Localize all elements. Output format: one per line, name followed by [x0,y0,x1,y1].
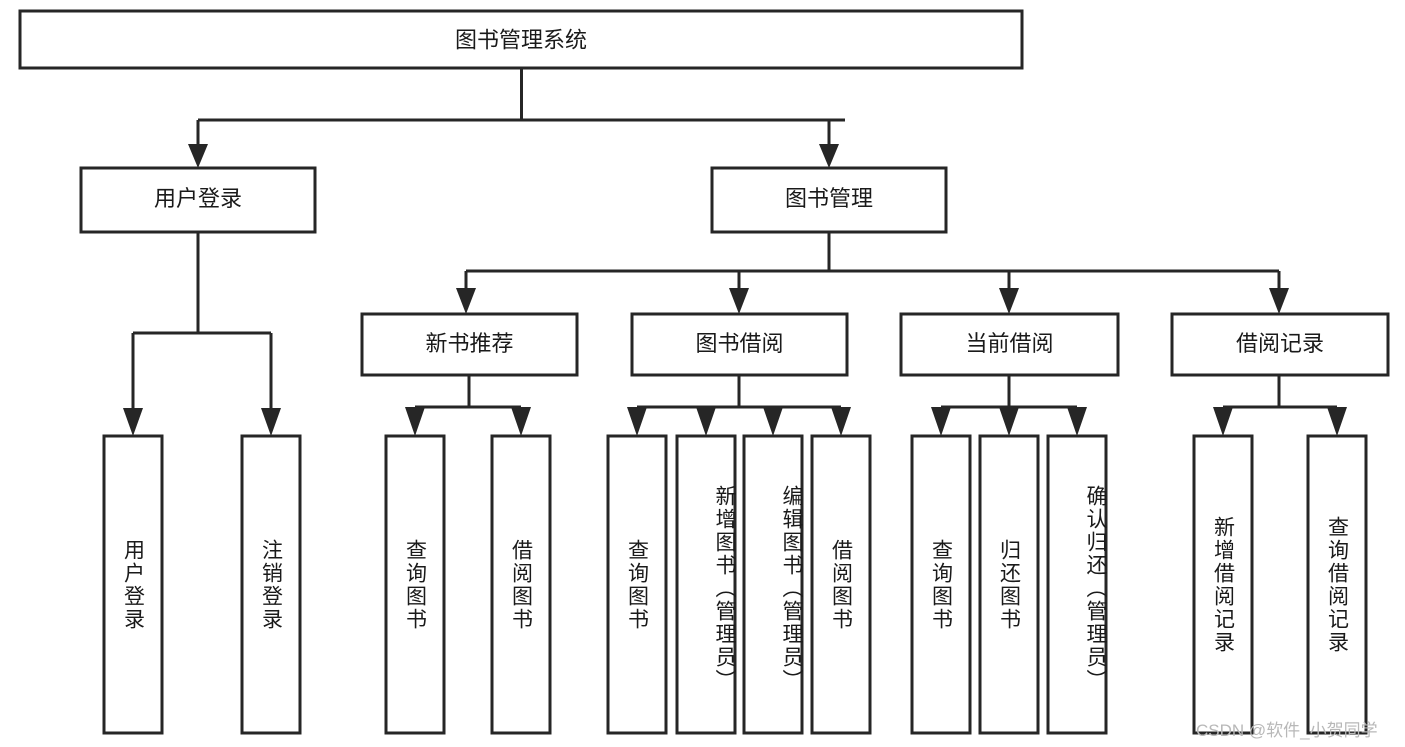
node-box-leaf-query-book-2[interactable] [606,434,668,735]
node-label-borrow-record: 借阅记录 [1236,331,1324,356]
node-label-current-borrow: 当前借阅 [965,331,1053,356]
arrow-bb-child3 [763,407,783,436]
node-label-book-management: 图书管理 [785,186,873,211]
node-box-current-borrow[interactable] [899,312,1120,377]
arrow-bb-child1 [627,407,647,436]
node-box-leaf-query-book-1[interactable] [384,434,446,735]
arrow-nbr-child1 [405,407,425,436]
arrow-br-child1 [1213,407,1233,436]
node-book-management-system[interactable]: 图书管理系统 [18,9,1024,70]
node-book-borrow[interactable]: 图书借阅 [630,312,849,377]
node-box-leaf-query-book-3[interactable] [910,434,972,735]
node-box-leaf-borrow-book-2[interactable] [810,434,872,735]
csdn-watermark: CSDN @软件_小贺同学 [1196,721,1378,740]
arrow-root-to-user-login [188,144,208,168]
arrow-bm-to-book-borrow [729,288,749,314]
arrow-bb-child2 [696,407,716,436]
node-label-book-borrow: 图书借阅 [695,331,783,356]
connector-group-new-book-recommend [405,375,531,436]
node-new-book-recommend[interactable]: 新书推荐 [360,312,579,377]
arrow-root-to-book-management [819,144,839,168]
node-label-root: 图书管理系统 [455,27,587,52]
node-label-new-book-recommend: 新书推荐 [425,331,513,356]
node-box-user-login[interactable] [79,166,317,234]
node-box-leaf-edit-book[interactable] [742,434,804,735]
node-box-leaf-logout-login[interactable] [240,434,302,735]
node-box-leaf-add-book[interactable] [675,434,737,735]
node-label-user-login: 用户登录 [154,186,242,211]
arrow-cb-child3 [1067,407,1087,436]
arrow-user-login-child1 [123,408,143,436]
node-current-borrow[interactable]: 当前借阅 [899,312,1120,377]
connector-group-user-login [123,232,281,436]
node-box-book-management[interactable] [710,166,948,234]
node-user-login[interactable]: 用户登录 [79,166,317,234]
leaf-boxes-group [102,434,1368,735]
node-box-new-book-recommend[interactable] [360,312,579,377]
connector-group-current-borrow [931,375,1087,436]
connector-group-book-borrow [627,375,851,436]
arrow-cb-child2 [999,407,1019,436]
node-book-management[interactable]: 图书管理 [710,166,948,234]
node-box-borrow-record[interactable] [1170,312,1390,377]
connector-group-root [188,68,845,168]
node-box-leaf-user-login[interactable] [102,434,164,735]
node-box-root[interactable] [18,9,1024,70]
connector-group-borrow-record [1213,375,1347,436]
node-box-leaf-query-borrow-record[interactable] [1306,434,1368,735]
arrow-cb-child1 [931,407,951,436]
arrow-bm-to-borrow-record [1269,288,1289,314]
node-box-leaf-add-borrow-record[interactable] [1192,434,1254,735]
arrow-bm-to-new-book-recommend [456,288,476,314]
connector-group-book-management [456,232,1289,314]
arrow-br-child2 [1327,407,1347,436]
node-box-leaf-return-book[interactable] [978,434,1040,735]
node-box-book-borrow[interactable] [630,312,849,377]
arrow-nbr-child2 [511,407,531,436]
arrow-user-login-child2 [261,408,281,436]
node-box-leaf-confirm-return[interactable] [1046,434,1108,735]
arrow-bm-to-current-borrow [999,288,1019,314]
node-borrow-record[interactable]: 借阅记录 [1170,312,1390,377]
arrow-bb-child4 [831,407,851,436]
node-box-leaf-borrow-book-1[interactable] [490,434,552,735]
